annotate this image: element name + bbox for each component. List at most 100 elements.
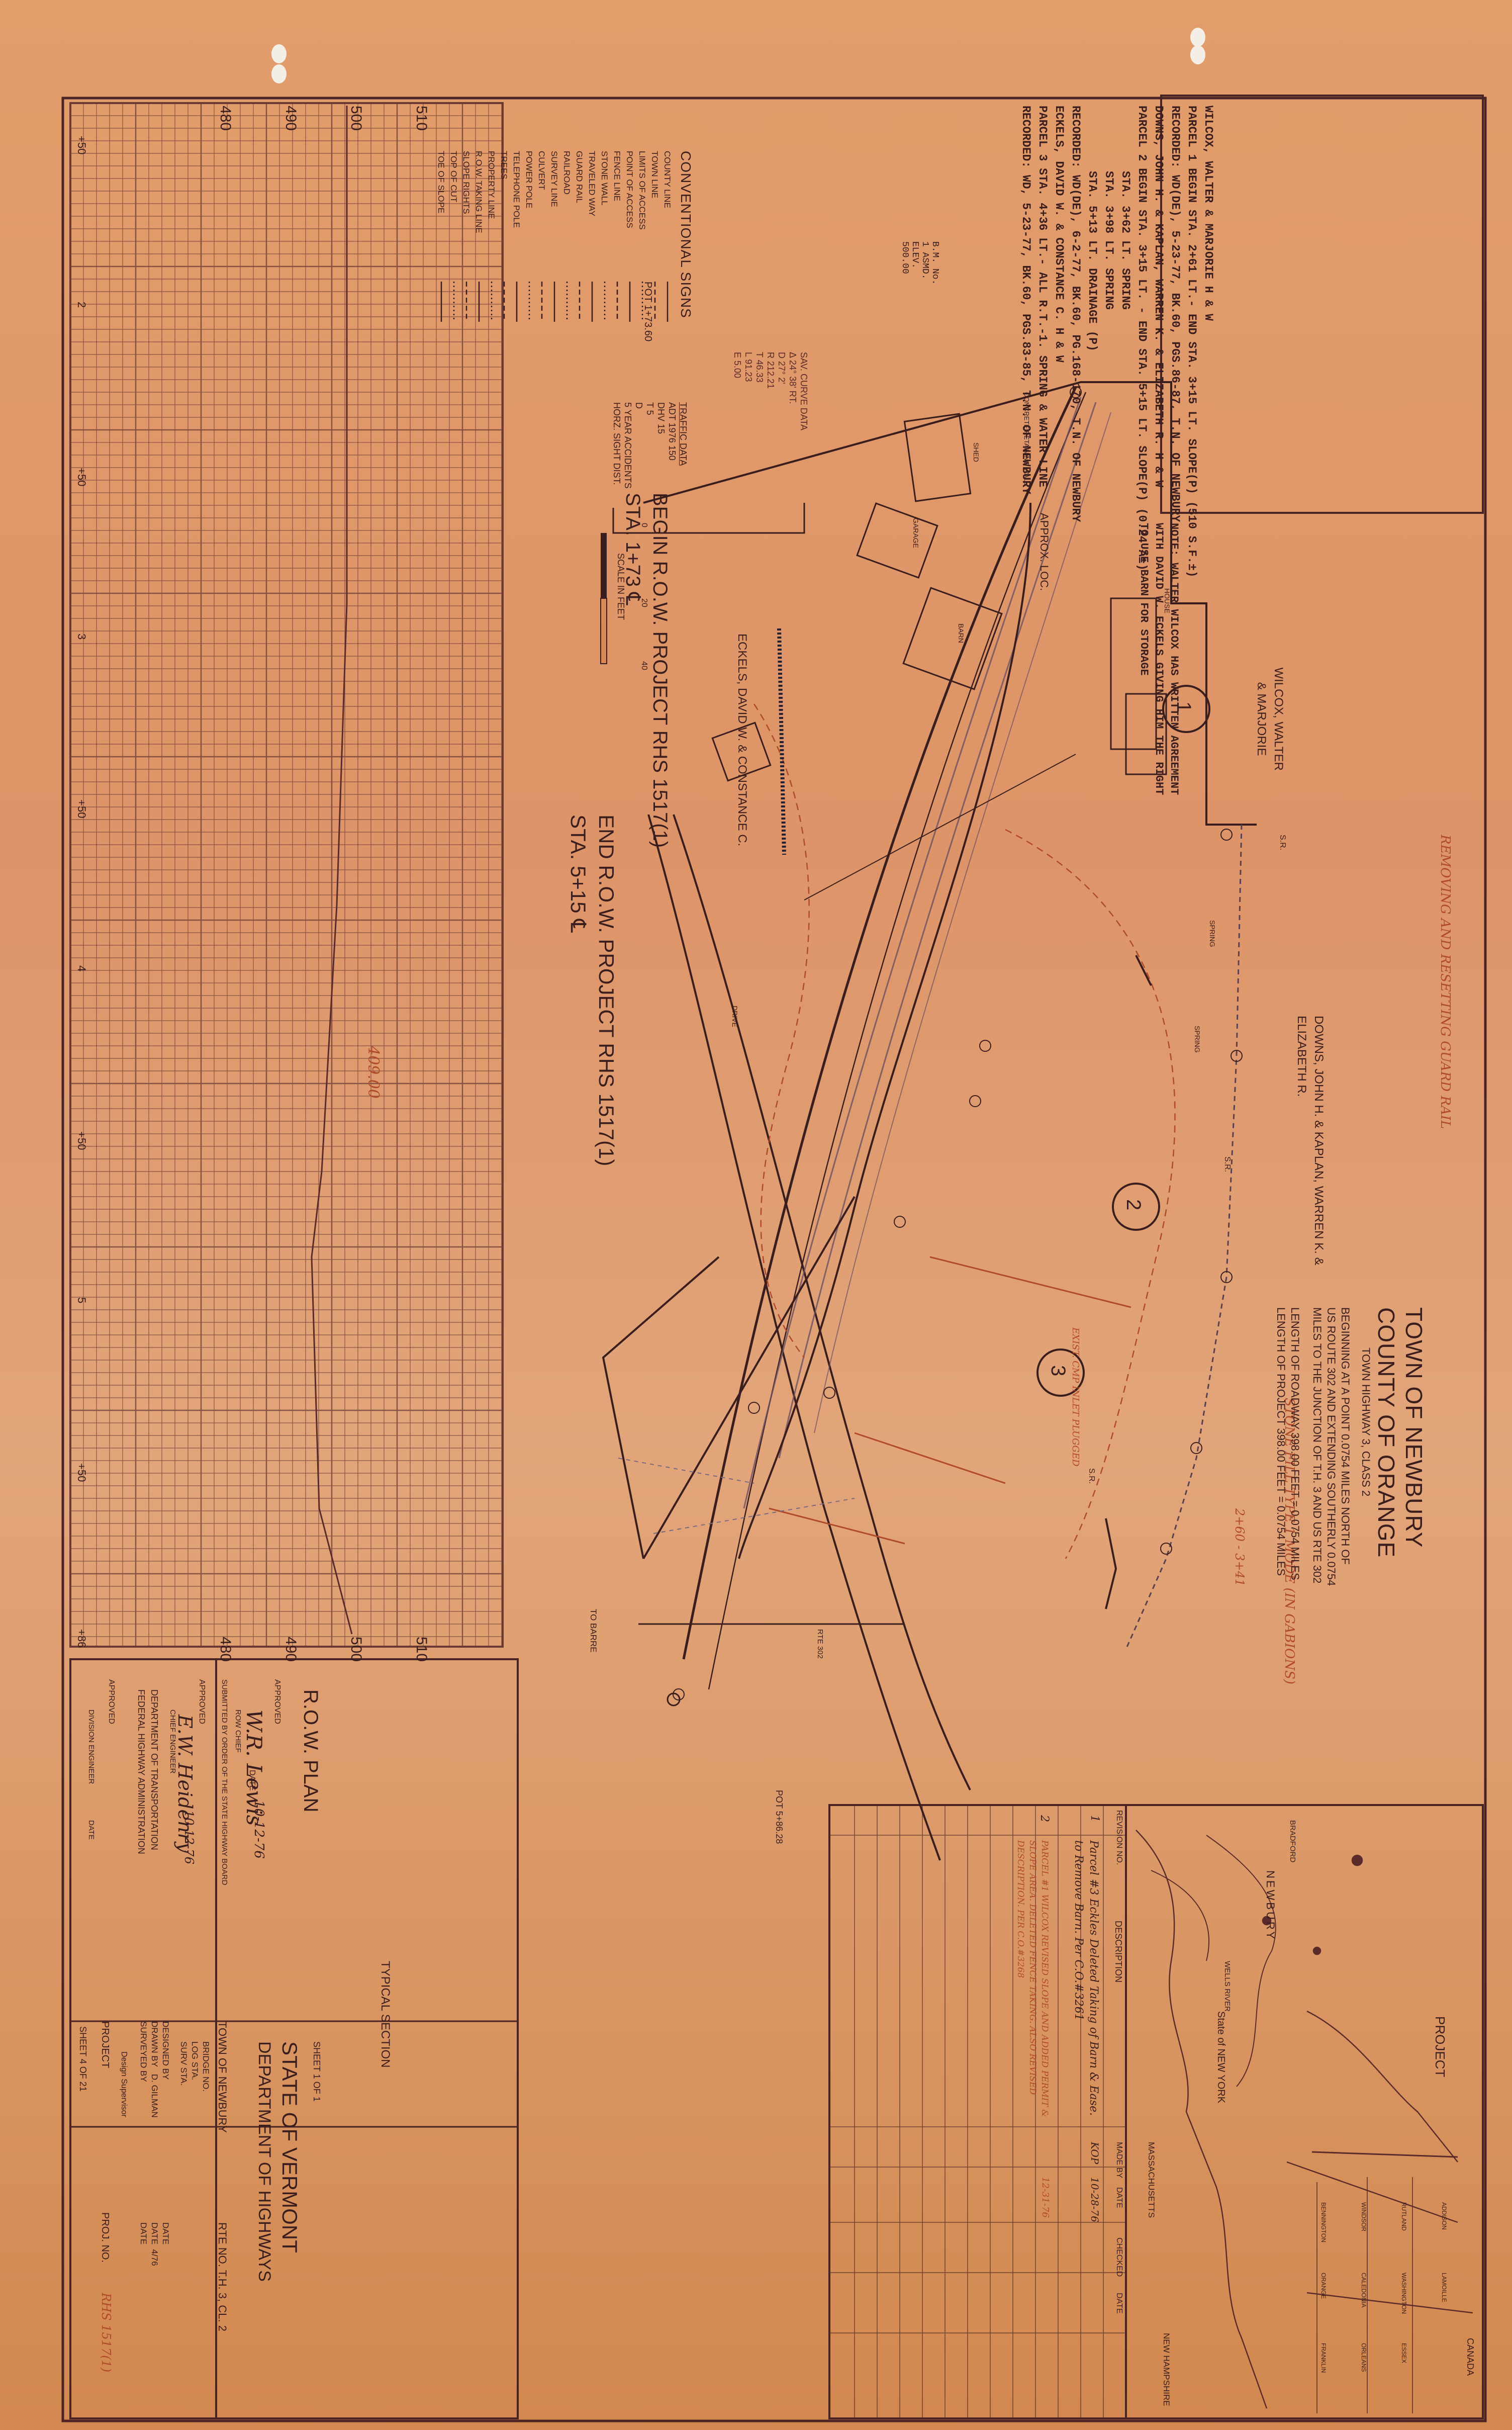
note-line: STA. 3+98 LT. SPRING (1102, 171, 1115, 310)
legend-item: TOP OF CUT (449, 151, 458, 203)
note-line: PARCEL 1 BEGIN STA. 2+61 LT.- END STA. 3… (1185, 106, 1198, 578)
bridge-info: BRIDGE NO. LOG STA. SURV STA. (178, 2041, 211, 2092)
legend-item: LIMITS OF ACCESS (637, 151, 647, 230)
station-label: 3 (75, 634, 88, 640)
division-engineer-label: DIVISION ENGINEER (87, 1709, 96, 1784)
punch-hole (271, 44, 287, 63)
approx-loc: APPROX. LOC. (1038, 513, 1051, 591)
note-line: RECORDED: WD(DE), 5-23-77, BK.60, PGS.86… (1169, 106, 1182, 522)
legend-item: SURVEY LINE (549, 151, 559, 207)
map-county-label: WINDSOR (1360, 2202, 1367, 2231)
project-description: BEGINNING AT A POINT 0.0754 MILES NORTH … (1310, 1307, 1352, 1586)
agencies: DEPARTMENT OF TRANSPORTATION FEDERAL HIG… (135, 1689, 161, 1854)
log-sta: LOG STA. (190, 2041, 200, 2081)
handnote-stations: 2+60 - 3+41 (1233, 1508, 1247, 1587)
scale-tick: 0 (640, 523, 648, 527)
bm-label: B.M. No. 1 ASMD. ELEV. 500.00 (900, 241, 940, 285)
note-line: DOWNS, JOHN H. & KAPLAN, WARREN K. & ELI… (1152, 106, 1165, 488)
map-county-label: RUTLAND (1400, 2202, 1407, 2231)
road-plan (602, 381, 1257, 1861)
date-label: DATE (161, 2222, 170, 2245)
map-county-label: CALEDONIA (1360, 2273, 1367, 2308)
rev-no: 2 (1038, 1815, 1051, 1822)
map-county-label: ORLEANS (1360, 2343, 1367, 2372)
curve-data: SAV. CURVE DATA Δ 24° 38' RT. D 27° 2' R… (732, 352, 809, 430)
dept-title: DEPARTMENT OF HIGHWAYS (255, 2041, 274, 2282)
retaining-wall: CONCRETE RETAINING WALL (1023, 392, 1030, 485)
traffic-title: TRAFFIC DATA (678, 402, 688, 466)
date-label: DATE (139, 2222, 148, 2245)
row-plan-title: R.O.W. PLAN (300, 1689, 322, 1813)
curve-d: D 27° 2' (777, 352, 787, 384)
traffic-dhv: DHV 15 (656, 402, 666, 434)
station-label: +50 (75, 468, 88, 487)
legend-item: TRAVELED WAY (587, 151, 597, 217)
traffic-accidents: 5 YEAR ACCIDENTS (623, 402, 633, 489)
survey-point (748, 1402, 760, 1414)
curve-t: T 46.33 (754, 352, 765, 383)
survey-point (823, 1387, 835, 1399)
length-line: LENGTH OF PROJECT 398.00 FEET = 0.0754 M… (1275, 1307, 1287, 1576)
agency-line: DEPARTMENT OF TRANSPORTATION (149, 1689, 159, 1850)
date-label: DATE (87, 1820, 96, 1840)
spring-label: SPRING (1193, 1026, 1201, 1053)
end-row-label: END R.O.W. PROJECT RHS 1517(1) (595, 815, 618, 1166)
owner-downs: DOWNS, JOHN H. & KAPLAN, WARREN K. & ELI… (1295, 1016, 1326, 1266)
location-map (1136, 1830, 1473, 2413)
scale-tick: 20 (640, 598, 648, 607)
slope-rights-label: S.R. (1087, 1468, 1096, 1484)
sheet-number: SHEET 4 OF 21 (78, 2026, 88, 2092)
slope-rights-label: S.R. (1223, 1156, 1232, 1173)
map-county-label: LAMOILLE (1441, 2273, 1448, 2302)
project-label: PROJECT (100, 2021, 111, 2068)
legend-item: TOE OF SLOPE (436, 151, 446, 214)
survey-point (894, 1216, 906, 1228)
survey-point (1070, 386, 1082, 398)
legend-item: TREES (499, 151, 509, 179)
owner-eckels: ECKELS, DAVID W. & CONSTANCE C. (735, 634, 749, 847)
approved-label: APPROVED (198, 1679, 206, 1724)
town-line: TOWN OF NEWBURY (216, 2021, 229, 2133)
curve-title: SAV. CURVE DATA (799, 352, 809, 431)
parcel-number: 3 (1047, 1365, 1069, 1377)
note-line: ECKELS, DAVID W. & CONSTANCE C. H & W (1053, 106, 1066, 363)
date-label: DATE (150, 2222, 159, 2245)
wilcox-agreement-note: NOTE: WALTER WILCOX HAS WRITTEN AGREEMEN… (1138, 523, 1180, 795)
town-title: TOWN OF NEWBURY (1401, 1307, 1427, 1548)
station-label: +50 (75, 1463, 88, 1482)
rev-no: 1 (1088, 1815, 1101, 1822)
map-county-label: FRANKLIN (1320, 2343, 1327, 2373)
punch-hole (1190, 45, 1205, 64)
legend-item: POWER POLE (524, 151, 534, 209)
elev-510: 510 (413, 106, 430, 131)
design-supervisor: Design Supervisor (120, 2051, 128, 2117)
county-title: COUNTY OF ORANGE (1373, 1307, 1399, 1558)
profile-handnote: 409.00 (364, 1046, 382, 1099)
handnote-cmp: EXIST. CMP INLET PLUGGED (1070, 1327, 1081, 1467)
length-line: LENGTH OF ROADWAY 398.00 FEET = 0.0754 M… (1289, 1307, 1301, 1580)
curve-l: L 91.23 (743, 352, 753, 382)
survey-point (969, 1095, 981, 1107)
survey-point (673, 1688, 685, 1700)
typical-section: TYPICAL SECTION (379, 1961, 392, 2068)
rev-date: 10-28-76 (1089, 2177, 1101, 2222)
survey-point (1231, 1050, 1243, 1062)
traffic-t: T 5 (645, 402, 655, 415)
legend-title: CONVENTIONAL SIGNS (678, 151, 694, 318)
designed-by: DESIGNED BY (161, 2021, 170, 2080)
traffic-sight: HORZ. SIGHT DIST. (612, 402, 622, 485)
drive-label: DRIVE (731, 1006, 739, 1027)
rev-header-desc: DESCRIPTION (1113, 1921, 1123, 1983)
rev-desc: PARCEL #1 WILCOX REVISED SLOPE AND ADDED… (1015, 1840, 1050, 2117)
legend-item: COUNTY LINE (663, 151, 672, 208)
map-county-label: ESSEX (1400, 2343, 1407, 2364)
map-county-label: BENNINGTON (1320, 2202, 1327, 2242)
proj-no-value: RHS 1517(1) (99, 2293, 113, 2373)
parcels-note: WILCOX, WALTER & MARJORIE H & W PARCEL 1… (1017, 106, 1216, 578)
parcel-number: 1 (1173, 701, 1195, 713)
legend-item: POINT OF ACCESS (625, 151, 634, 228)
rev-by: KOP (1089, 2142, 1101, 2165)
rev-date: 12-31-76 (1040, 2177, 1051, 2218)
